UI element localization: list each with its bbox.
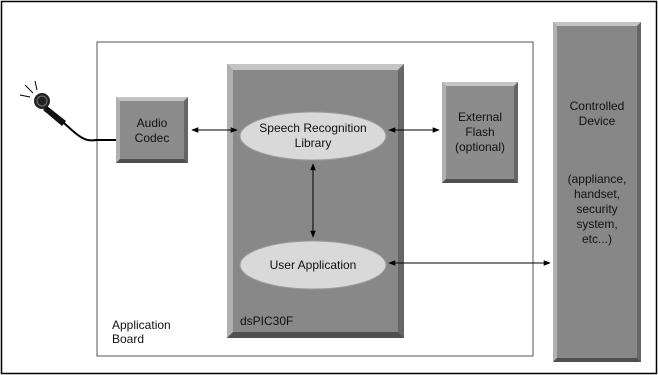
speech-recognition-library: Speech Recognition Library: [239, 111, 387, 161]
device-line1: Controlled: [570, 99, 625, 113]
flash-line2: Flash: [465, 125, 494, 139]
device-detail-5: etc...): [582, 232, 612, 246]
controlled-device-block: Controlled Device (appliance, handset, s…: [553, 22, 641, 362]
dspic-chip-block: dsPIC30F: [227, 64, 404, 338]
flash-line3: (optional): [455, 140, 505, 154]
user-app-label: User Application: [270, 258, 357, 272]
device-detail-3: security: [576, 202, 617, 216]
flash-line1: External: [458, 110, 502, 124]
board-label-line2: Board: [112, 332, 144, 346]
device-line2: Device: [579, 114, 616, 128]
device-detail-2: handset,: [574, 187, 620, 201]
device-detail-1: (appliance,: [568, 172, 627, 186]
chip-label: dsPIC30F: [240, 314, 293, 328]
external-flash-block: External Flash (optional): [442, 82, 518, 183]
user-application: User Application: [239, 240, 387, 290]
speech-line2: Library: [295, 136, 332, 150]
board-label-line1: Application: [112, 318, 171, 332]
device-detail-4: system,: [576, 217, 617, 231]
audio-codec-line2: Codec: [135, 131, 170, 145]
speech-line1: Speech Recognition: [259, 121, 366, 135]
audio-codec-block: Audio Codec: [116, 97, 188, 163]
audio-codec-line1: Audio: [137, 116, 168, 130]
microphone-icon: [19, 80, 116, 142]
